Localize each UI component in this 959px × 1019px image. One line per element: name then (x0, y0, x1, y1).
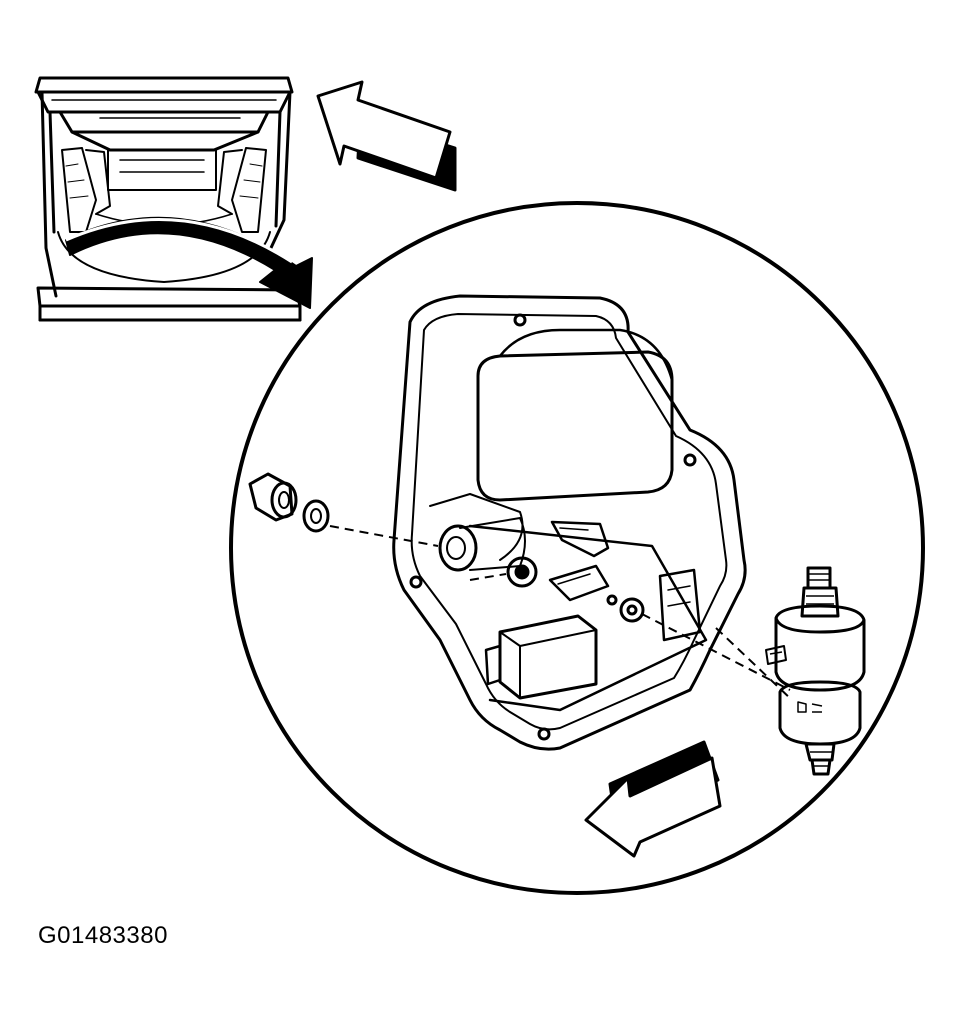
vehicle-rear-overview (34, 76, 302, 322)
figure-id-label: G01483380 (38, 922, 168, 949)
tail-lamp-housing (392, 294, 747, 751)
center-socket-nut (506, 556, 645, 623)
curved-down-arrow-icon (65, 216, 313, 309)
detail-magnifier-circle (229, 201, 925, 895)
down-left-arrow-icon (584, 740, 722, 858)
lamp-sensor-component (765, 566, 866, 776)
assembly-guide-lines (329, 525, 793, 701)
bulb-and-nut-exploded (248, 472, 330, 533)
up-left-arrow-icon (316, 80, 457, 192)
